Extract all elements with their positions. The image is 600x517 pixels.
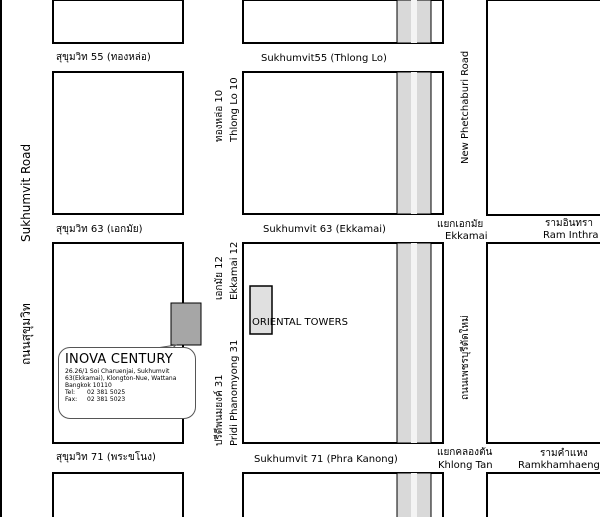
office-fax-number: 02 381 5023 [87, 396, 126, 403]
office-name: INOVA CENTURY [65, 352, 173, 367]
block-top-left [52, 0, 184, 44]
office-fax: Fax: 02 381 5023 [65, 396, 189, 403]
block-bottom-right [486, 472, 600, 517]
oriental-towers-building[interactable] [249, 285, 273, 335]
road-label-soi63-en: Sukhumvit 63 (Ekkamai) [263, 224, 386, 235]
road-label-soi55-en: Sukhumvit55 (Thlong Lo) [261, 53, 387, 64]
road-label-ekkamai12-en: Ekkamai 12 [229, 241, 240, 300]
road-label-soi63-thai: สุขุมวิท 63 (เอกมัย) [56, 224, 143, 235]
junction-ekkamai-thai: แยกเอกมัย [437, 219, 484, 230]
road-label-pridi31-thai: ปรีดีพนมยงค์ 31 [214, 374, 225, 446]
road-label-soi71-en: Sukhumvit 71 (Phra Kanong) [254, 454, 398, 465]
block-upper-left [52, 71, 184, 215]
office-tel-number: 02 381 5025 [87, 389, 126, 396]
office-tel: Tel: 02 381 5025 [65, 389, 189, 396]
road-label-new-phetchaburi: New Phetchaburi Road [460, 50, 471, 164]
road-label-sukhumvit-road-thai: ถนนสุขุมวิท [19, 303, 33, 365]
junction-raminthra-en: Ram Inthra [543, 230, 599, 241]
road-label-pridi31-en: Pridi Phanomyong 31 [229, 339, 240, 446]
inova-century-building[interactable] [170, 302, 202, 346]
block-top-right [486, 0, 600, 216]
junction-ekkamai-en: Ekkamai [445, 231, 488, 242]
office-address-line3: Bangkok 10110 [65, 382, 112, 389]
junction-ramkhamhaeng-en: Ramkhamhaeng [518, 460, 600, 471]
oriental-towers-label: ORIENTAL TOWERS [252, 317, 348, 328]
road-label-sukhumvit-road: Sukhumvit Road [19, 143, 33, 242]
junction-ramkhamhaeng-thai: รามคำแหง [540, 448, 588, 459]
junction-khlongtan-en: Khlong Tan [438, 460, 493, 471]
road-label-thonglo10-thai: ทองหล่อ 10 [214, 89, 225, 142]
expressway [396, 0, 432, 517]
junction-khlongtan-thai: แยกคลองตัน [437, 447, 493, 458]
inova-century-callout: INOVA CENTURY 26.26/1 Soi Charuenjai, Su… [58, 347, 196, 419]
office-address-line1: 26.26/1 Soi Charuenjai, Sukhumvit [65, 368, 170, 375]
office-fax-label: Fax: [65, 396, 78, 403]
road-label-ekkamai12-thai: เอกมัย 12 [214, 256, 225, 300]
road-label-soi55-thai: สุขุมวิท 55 (ทองหล่อ) [56, 52, 151, 63]
block-bottom-left [52, 472, 184, 517]
road-label-thonglo10-en: Thlong Lo 10 [229, 77, 240, 142]
road-label-new-phetchaburi-thai: ถนนเพชรบุรีตัดใหม่ [460, 315, 471, 400]
office-tel-label: Tel: [65, 389, 76, 396]
office-address-line2: 63(Ekkamai), Klongton-Nue, Wattana [65, 375, 177, 382]
junction-raminthra-thai: รามอินทรา [545, 218, 593, 229]
block-lower-right [486, 242, 600, 444]
road-label-soi71-thai: สุขุมวิท 71 (พระขโนง) [56, 452, 156, 463]
